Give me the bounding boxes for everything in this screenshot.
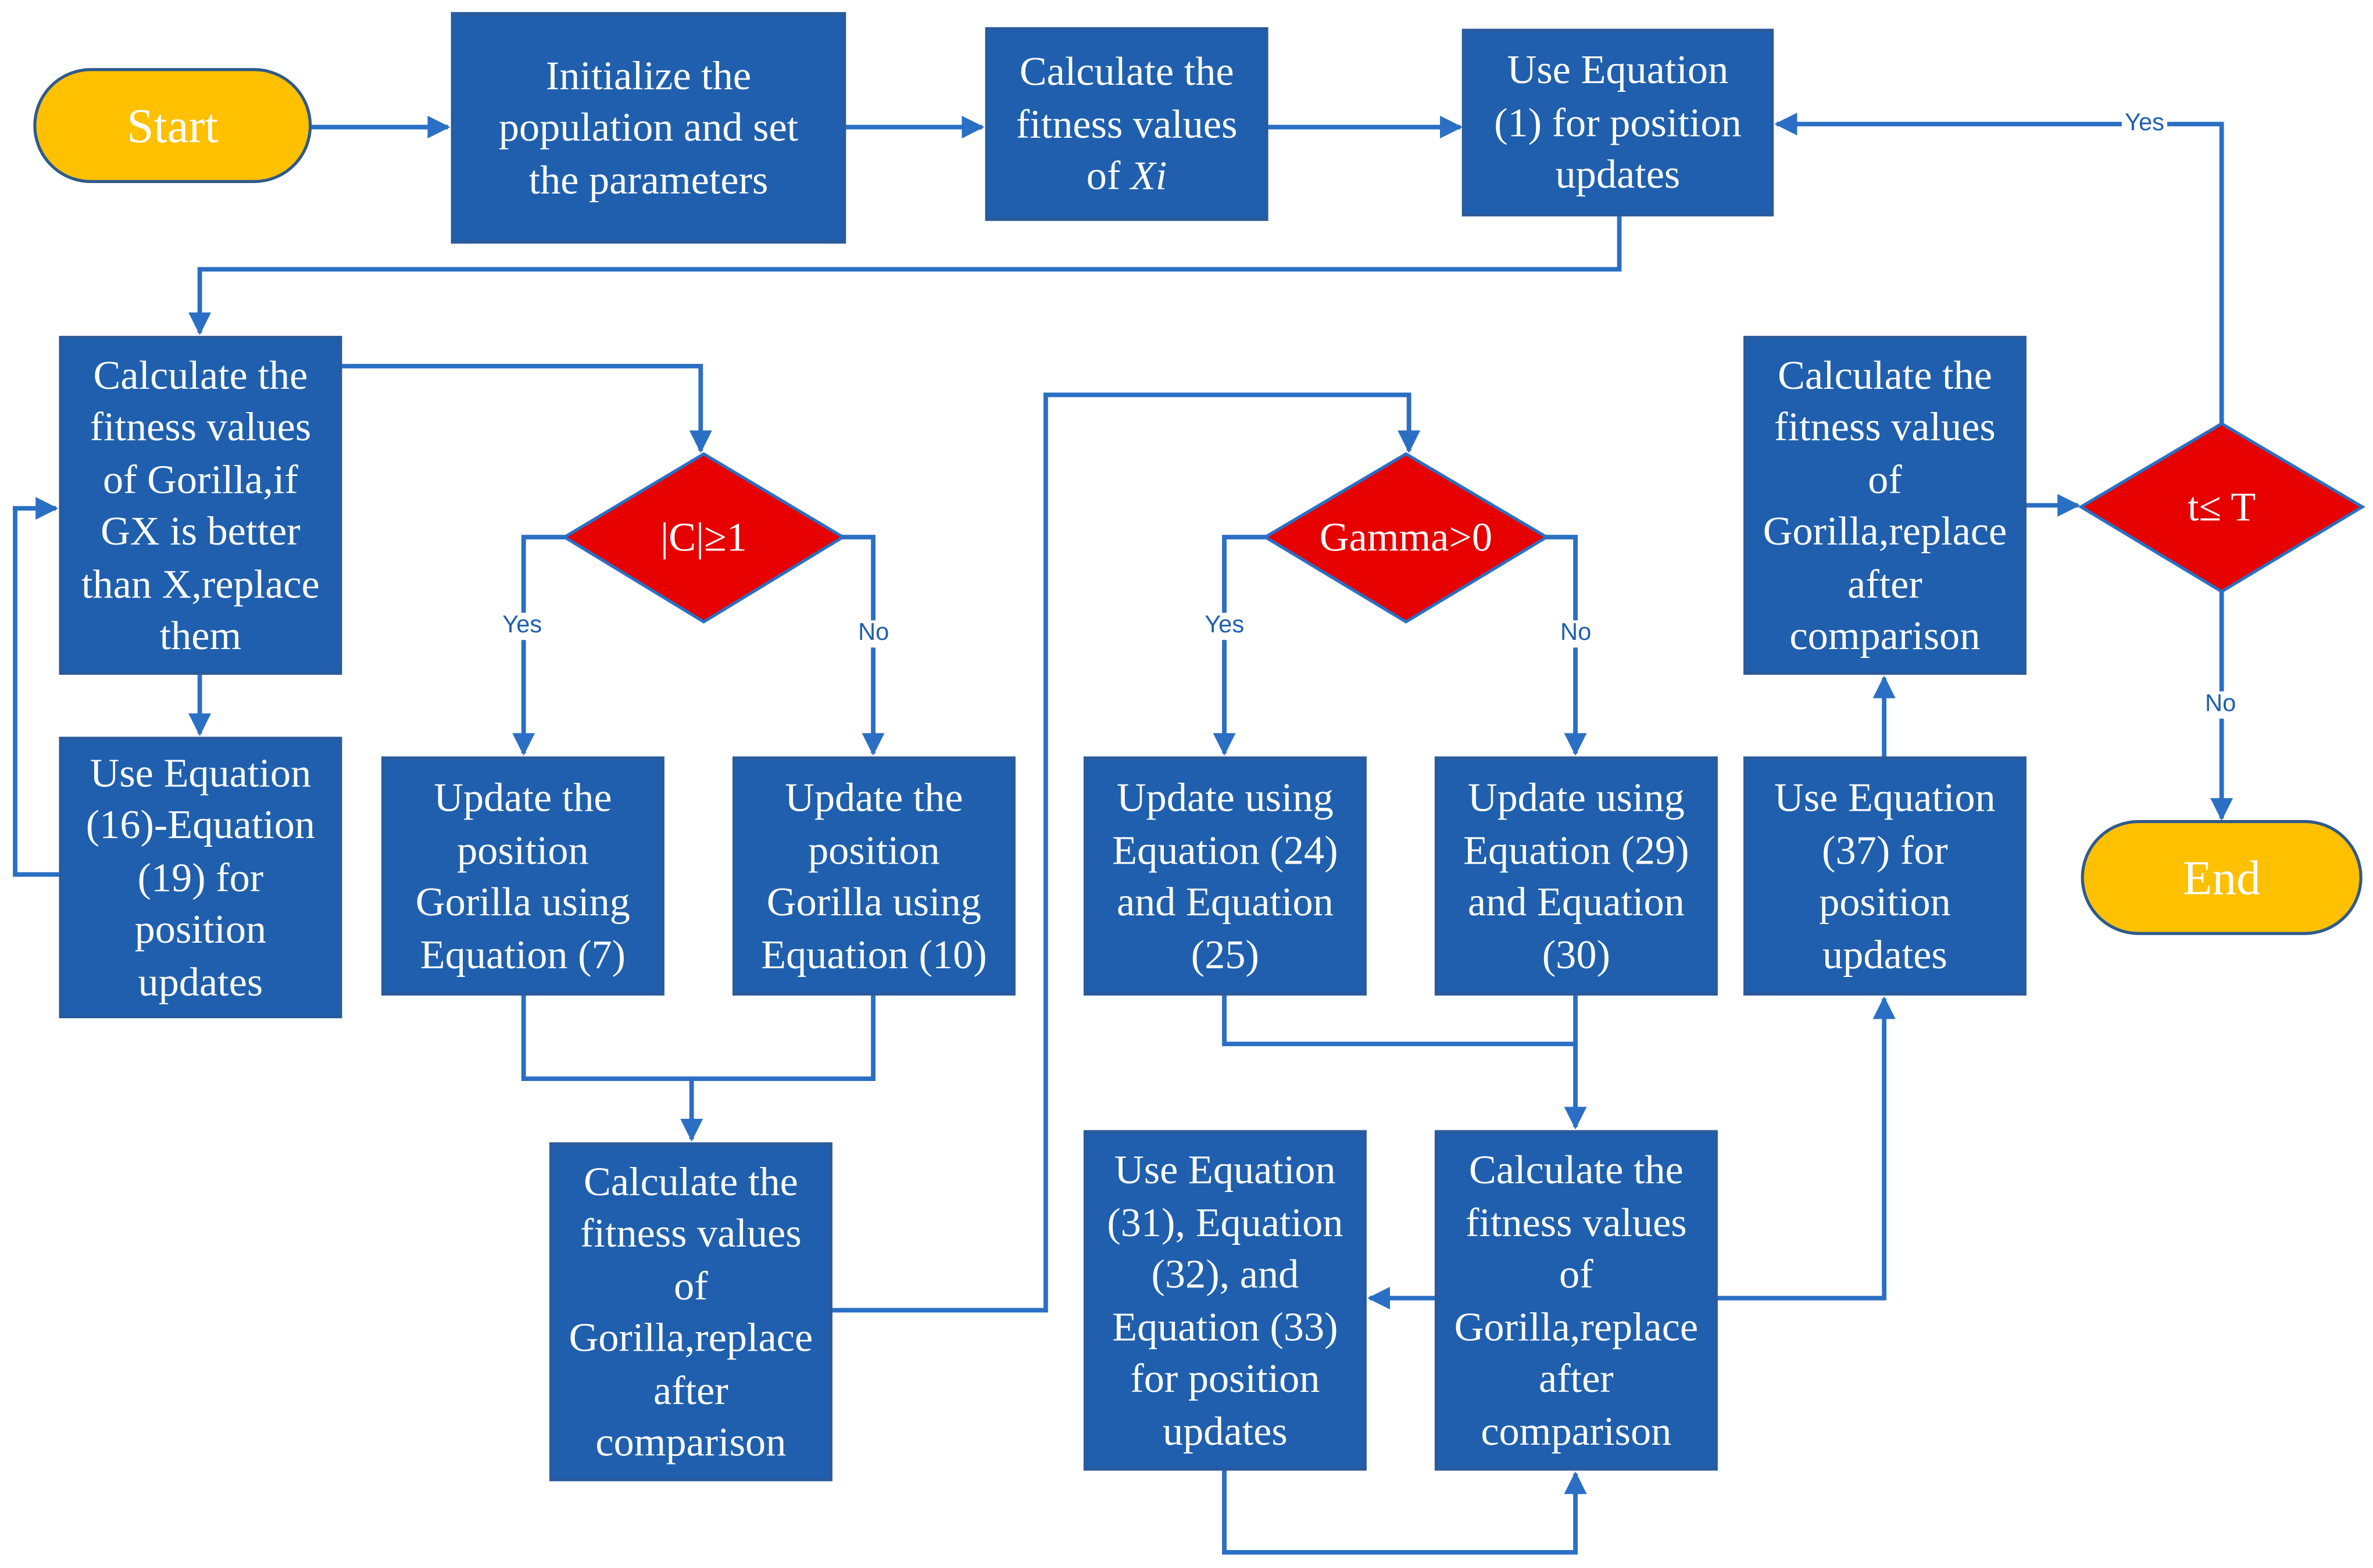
decision-c-shape — [561, 452, 846, 624]
t-yes-label: Yes — [2121, 110, 2168, 138]
decision-gamma-text: Gamma>0 — [1319, 513, 1493, 559]
arrow-t-yes-loop — [1774, 112, 2224, 424]
calc-gorilla-gx-box: Calculate the fitness values of Gorilla,… — [59, 335, 342, 675]
gamma-yes-label: Yes — [1202, 613, 1248, 640]
arrow-eq24-eq29-merge — [1222, 995, 1575, 1127]
eq16-19-box: Use Equation (16)-Equation (19) for posi… — [59, 736, 342, 1019]
arrow-gamma-yes — [1213, 535, 1268, 756]
calc-xi-text: Calculate the fitness values of — [1016, 48, 1238, 199]
calc-replace-a-box: Calculate the fitness values of Gorilla,… — [549, 1142, 832, 1481]
arrow-eq16-loop-back — [13, 497, 59, 877]
decision-c-text: |C|≥1 — [660, 513, 747, 559]
arrow-calc-gorilla-to-c-check — [340, 364, 712, 453]
calc-replace-c-box: Calculate the fitness values of Gorilla,… — [1743, 335, 2027, 675]
arrow-c-yes — [512, 535, 568, 756]
decision-gamma-shape — [1262, 452, 1550, 624]
arrow-gamma-no — [1545, 535, 1587, 756]
arrow-calc-b-to-eq37 — [1716, 996, 1896, 1301]
init-box: Initialize the population and set the pa… — [451, 12, 846, 244]
calc-xi-box: Calculate the fitness values of Xi — [985, 27, 1268, 221]
decision-t-shape — [2078, 421, 2365, 593]
decision-t-text: t≤ T — [2187, 483, 2256, 529]
calc-replace-b-box: Calculate the fitness values of Gorilla,… — [1434, 1130, 1718, 1471]
c-yes-label: Yes — [499, 613, 545, 640]
arrow-calc-a-to-gamma — [832, 392, 1421, 1313]
eq37-box: Use Equation (37) for position updates — [1743, 756, 2027, 996]
t-no-label: No — [2202, 691, 2239, 719]
arrow-eq31-back-to-calc-b — [1222, 1470, 1587, 1555]
arrow-c-no — [839, 535, 885, 756]
c-no-label: No — [855, 620, 892, 648]
end-terminal: End — [2081, 819, 2363, 935]
arrow-eq7-eq10-merge — [521, 995, 876, 1139]
gamma-no-label: No — [1557, 620, 1595, 648]
start-terminal: Start — [33, 68, 312, 183]
eq10-box: Update the position Gorilla using Equati… — [732, 756, 1016, 996]
arrow-eq1-to-calc-gorilla — [188, 216, 1622, 335]
calc-xi-variable: Xi — [1130, 153, 1167, 199]
eq24-25-box: Update using Equation (24) and Equation … — [1083, 756, 1367, 996]
eq7-box: Update the position Gorilla using Equati… — [381, 756, 664, 996]
eq29-30-box: Update using Equation (29) and Equation … — [1434, 756, 1718, 996]
eq31-33-box: Use Equation (31), Equation (32), and Eq… — [1083, 1130, 1367, 1471]
eq1-box: Use Equation (1) for position updates — [1461, 28, 1774, 217]
